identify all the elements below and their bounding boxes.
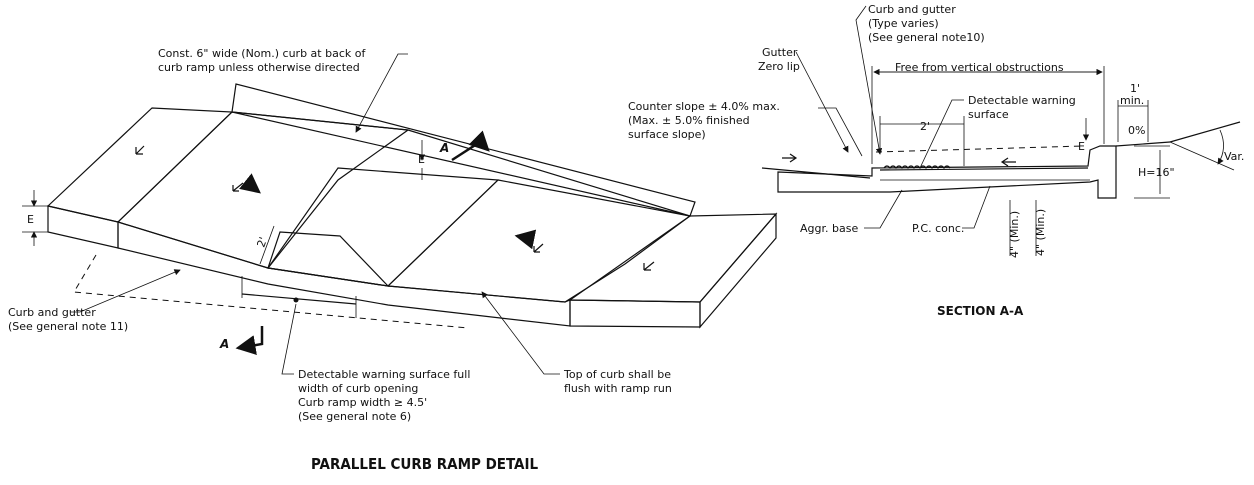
height-dim: H=16" — [1138, 166, 1175, 179]
free-from-obstructions: Free from vertical obstructions — [895, 61, 1064, 74]
flow-arrow-right — [1000, 157, 1016, 167]
sec-two-ft-dim: 2' — [920, 120, 930, 133]
left-landing — [46, 107, 234, 223]
dws-note-line3: Curb ramp width ≥ 4.5' — [298, 396, 427, 409]
sec-dws-line1: Detectable warning — [968, 94, 1076, 107]
four-in-min-a: 4" (Min.) — [1008, 211, 1021, 258]
right-front-face — [569, 299, 701, 328]
detectable-warning-band — [267, 231, 390, 287]
two-ft-dim: 2' — [255, 235, 271, 249]
sec-gutter-line1: Gutter — [762, 46, 798, 59]
ramp-arrow-left-landing — [135, 145, 145, 155]
pc-concrete-slab — [777, 145, 1117, 199]
right-end-face — [699, 212, 777, 329]
ramp-arrow-1 — [232, 182, 244, 192]
ramp-detail: E E 2' A A Const. 6" wide (Nom.) curb at… — [8, 47, 778, 473]
back-curb — [231, 83, 696, 217]
aggr-base-label: Aggr. base — [800, 222, 858, 235]
counter-slope-line1: Counter slope ± 4.0% max. — [628, 100, 780, 113]
pc-conc-label: P.C. conc. — [912, 222, 964, 235]
detail-title: PARALLEL CURB RAMP DETAIL — [311, 455, 539, 473]
one-ft-dim: 1' — [1130, 82, 1140, 95]
curb-gutter-note-line2: (See general note 11) — [8, 320, 128, 333]
var-angle: Var. — [1224, 150, 1244, 163]
zero-percent: 0% — [1128, 124, 1145, 137]
sec-dws-line2: surface — [968, 108, 1009, 121]
left-front-face — [47, 205, 119, 249]
section-a-a: Curb and gutter (Type varies) (See gener… — [628, 3, 1244, 318]
section-title: SECTION A-A — [937, 304, 1024, 318]
const-curb-note-line2: curb ramp unless otherwise directed — [158, 61, 360, 74]
e-dim-left: E — [27, 213, 34, 226]
sec-curb-gutter-line2: (Type varies) — [868, 17, 939, 30]
const-curb-note-line1: Const. 6" wide (Nom.) curb at back of — [158, 47, 366, 60]
counter-slope-line3: surface slope) — [628, 128, 706, 141]
sec-curb-gutter-line1: Curb and gutter — [868, 3, 956, 16]
sec-curb-gutter-line3: (See general note10) — [868, 31, 985, 44]
counter-slope-line2: (Max. ± 5.0% finished — [628, 114, 750, 127]
ramp-arrow-4 — [533, 243, 544, 253]
sec-e-dim: E — [1078, 140, 1085, 153]
dws-note-line4: (See general note 6) — [298, 410, 411, 423]
ramp-arrow-2 — [239, 173, 261, 194]
ramp-arrow-3 — [514, 229, 537, 250]
landing-crosshatch — [266, 167, 500, 287]
section-arrow-top — [451, 130, 490, 162]
top-curb-note-line2: flush with ramp run — [564, 382, 672, 395]
curb-gutter-note-line1: Curb and gutter — [8, 306, 96, 319]
one-ft-min: min. — [1120, 94, 1144, 107]
flow-arrow-left — [782, 153, 798, 163]
ramp-arrow-right-landing — [643, 261, 655, 271]
right-landing — [568, 213, 778, 303]
dws-note-line2: width of curb opening — [298, 382, 418, 395]
section-mark-bottom: A — [219, 337, 229, 351]
section-arrow-bottom — [235, 326, 264, 355]
sec-gutter-line2: Zero lip — [758, 60, 800, 73]
section-dws-bumps — [883, 165, 951, 169]
dws-note-line1: Detectable warning surface full — [298, 368, 470, 381]
section-mark-top: A — [439, 141, 449, 155]
ramp-front-face — [117, 221, 571, 327]
right-ramp — [386, 179, 692, 303]
four-in-min-b: 4" (Min.) — [1034, 209, 1047, 256]
e-dim-center: E — [418, 153, 425, 166]
top-curb-note-line1: Top of curb shall be — [563, 368, 671, 381]
